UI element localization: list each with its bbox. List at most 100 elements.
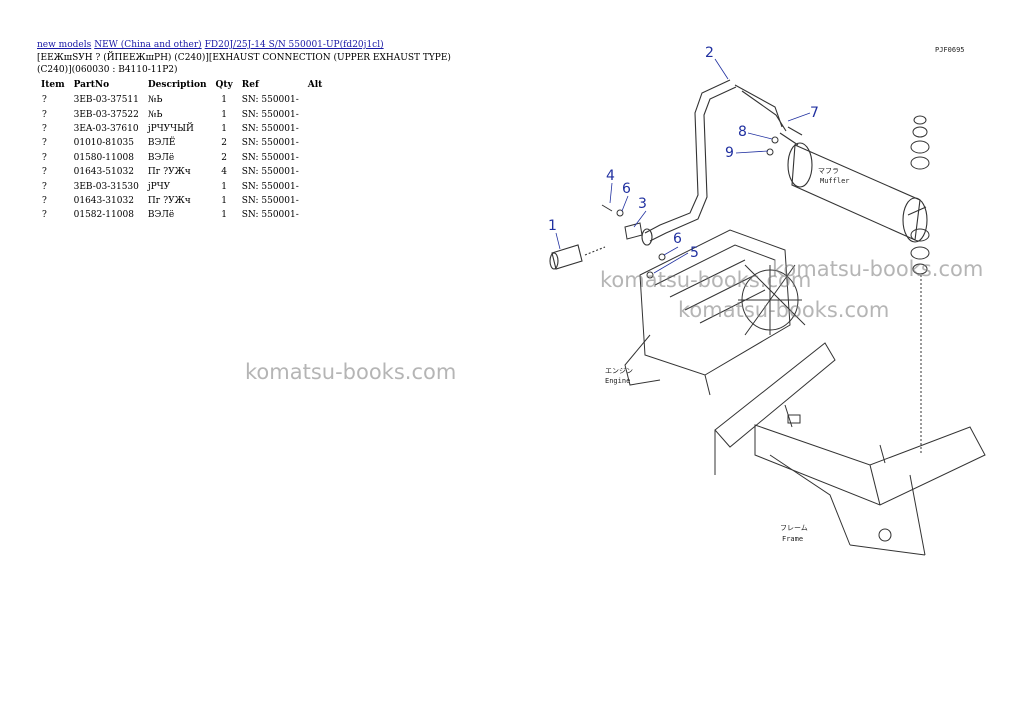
cell-qty: 1 [221,95,228,106]
cell-description: Пг ?УЖч [147,167,191,178]
table-row: ? 3EB-03-37522 №Ь 1 SN: 550001- [37,107,327,121]
cell-partno: 01643-51032 [73,167,134,178]
cell-qty: 1 [221,210,228,221]
cell-description: јРЧУЧЫЙ [147,123,194,134]
muffler-drawing [779,126,928,243]
exploded-parts-diagram: PJF0695 マフラ Muffler [548,45,986,556]
cell-description: №Ь [147,109,163,120]
page-title-line-1: [ЕЕЖшSУН ? (ЙПЕЕЖшРН) (С240)][EXHAUST CO… [37,52,451,63]
cell-description: ВЭЛё [147,210,175,221]
cell-ref: SN: 550001- [241,95,299,106]
parts-table: Item PartNo Description Qty Ref Alt ? 3E… [37,79,327,223]
cell-alt [304,93,328,107]
sleeve-drawing [549,244,606,270]
frame-drawing [714,342,986,556]
cell-alt [304,165,328,179]
callout-3: 3 [638,196,647,212]
cell-qty: 2 [221,152,228,163]
engine-label-jp: エンジン [605,367,633,375]
drawing-code: PJF0695 [935,46,965,54]
cell-description: ВЭЛЁ [147,138,176,149]
cell-ref: SN: 550001- [241,109,299,120]
cell-alt [304,136,328,150]
callout-leader-lines [555,58,811,274]
cell-partno: 01643-31032 [73,195,134,206]
breadcrumb-link-model[interactable]: FD20J/25J-14 S/N 550001-UP(fd20j1cl) [204,40,384,50]
cell-partno: 3EB-03-37511 [73,95,139,106]
cell-alt [304,122,328,136]
callout-9: 9 [725,145,734,161]
breadcrumb-link-new-models[interactable]: new models [37,40,92,50]
cell-description: Пг ?УЖч [147,195,191,206]
callout-6a: 6 [622,181,631,197]
cell-partno: 3EB-03-37522 [73,109,139,120]
cell-ref: SN: 550001- [241,195,299,206]
cell-qty: 1 [221,109,228,120]
breadcrumb-link-region[interactable]: NEW (China and other) [94,40,202,50]
cell-alt [304,208,328,222]
cell-partno: 3EB-03-31530 [73,181,139,192]
cell-item: ? [42,181,47,192]
cell-ref: SN: 550001- [241,152,299,163]
table-row: ? 3EA-03-37610 јРЧУЧЫЙ 1 SN: 550001- [37,122,327,136]
callout-5: 5 [690,245,699,261]
table-row: ? 01643-31032 Пг ?УЖч 1 SN: 550001- [37,194,327,208]
cell-qty: 1 [221,181,228,192]
callout-8: 8 [738,124,747,140]
watermark: komatsu-books.com [245,360,457,384]
clamp-hardware-drawing [601,136,779,279]
table-row: ? 3EB-03-31530 јРЧУ 1 SN: 550001- [37,179,327,193]
table-row: ? 01582-11008 ВЭЛё 1 SN: 550001- [37,208,327,222]
muffler-label-jp: マフラ [818,167,839,175]
cell-qty: 1 [221,195,228,206]
callout-6b: 6 [673,231,682,247]
callout-7: 7 [810,105,819,121]
cell-item: ? [42,167,47,178]
mount-rubbers-drawing [910,115,930,455]
cell-alt [304,194,328,208]
column-header-ref: Ref [241,80,259,90]
exhaust-pipe-drawing [641,79,787,246]
column-header-partno: PartNo [73,80,110,90]
cell-item: ? [42,138,47,149]
frame-label: Frame [782,535,803,543]
cell-item: ? [42,152,47,163]
cell-partno: 3EA-03-37610 [73,123,139,134]
cell-ref: SN: 550001- [241,123,299,134]
table-row: ? 01643-51032 Пг ?УЖч 4 SN: 550001- [37,165,327,179]
table-row: ? 01010-81035 ВЭЛЁ 2 SN: 550001- [37,136,327,150]
engine-drawing [624,229,806,396]
page-title-line-2: (C240)](060030 : B4110-11P2) [37,65,178,75]
column-header-item: Item [41,80,65,90]
cell-partno: 01580-11008 [73,152,134,163]
cell-item: ? [42,195,47,206]
cell-description: јРЧУ [147,181,171,192]
table-row: ? 3EB-03-37511 №Ь 1 SN: 550001- [37,93,327,107]
cell-description: ВЭЛё [147,152,175,163]
cell-ref: SN: 550001- [241,167,299,178]
table-header-row: Item PartNo Description Qty Ref Alt [37,79,327,93]
cell-alt [304,151,328,165]
column-header-description: Description [147,80,207,90]
cell-partno: 01010-81035 [73,138,134,149]
muffler-label: Muffler [820,177,850,185]
cell-description: №Ь [147,95,163,106]
cell-ref: SN: 550001- [241,138,299,149]
cell-item: ? [42,210,47,221]
callout-2: 2 [705,45,714,61]
cell-alt [304,107,328,121]
callout-1: 1 [548,218,557,234]
cell-partno: 01582-11008 [73,210,134,221]
cell-item: ? [42,123,47,134]
column-header-qty: Qty [215,80,233,90]
cell-alt [304,179,328,193]
cell-ref: SN: 550001- [241,181,299,192]
cell-ref: SN: 550001- [241,210,299,221]
cell-qty: 4 [221,167,228,178]
frame-label-jp: フレーム [780,524,808,532]
callout-4: 4 [606,168,615,184]
engine-label: Engine [605,377,630,385]
column-header-alt: Alt [307,80,323,90]
